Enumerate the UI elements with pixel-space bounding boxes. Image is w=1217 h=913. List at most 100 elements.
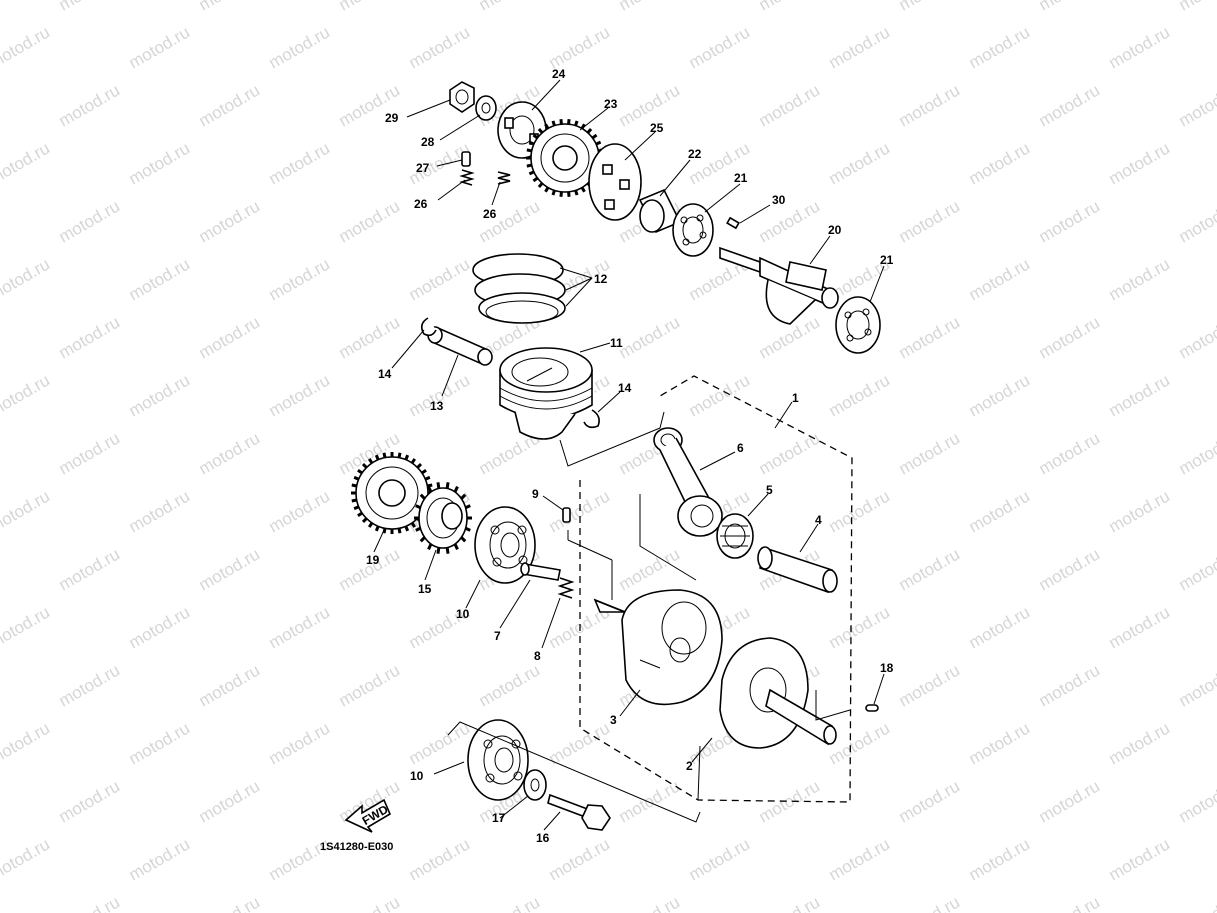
washer-17 <box>523 769 547 801</box>
connecting-rod-6 <box>653 427 723 537</box>
gear-tooth <box>544 186 550 193</box>
gear-tooth <box>367 458 374 464</box>
gear-tooth <box>416 462 423 469</box>
callout-27: 27 <box>416 161 430 175</box>
gear-tooth <box>445 547 450 554</box>
gear-tooth <box>586 128 593 134</box>
callout-3: 3 <box>610 713 617 727</box>
gear-tooth <box>580 186 586 193</box>
callout-2: 2 <box>686 759 693 773</box>
callout-21-lower: 21 <box>880 253 894 267</box>
needle-bearing-5 <box>716 513 754 559</box>
callout-10-upper: 10 <box>456 607 470 621</box>
leader-lines <box>373 79 885 831</box>
gear-tooth <box>567 119 571 125</box>
callout-8: 8 <box>534 649 541 663</box>
gear-tooth <box>357 468 363 475</box>
gear-tooth <box>421 468 427 475</box>
gear-tooth <box>419 536 426 543</box>
gear-tooth <box>436 482 441 489</box>
callout-16: 16 <box>536 831 550 845</box>
fwd-arrow: FWD <box>344 798 392 833</box>
gear-tooth <box>382 452 387 458</box>
piston-rings <box>472 253 566 324</box>
gear-tooth <box>351 483 357 488</box>
callout-22: 22 <box>688 147 702 161</box>
gear-tooth <box>427 543 433 551</box>
circlip-left <box>420 317 437 337</box>
gear-tooth <box>397 528 402 534</box>
gear-tooth <box>404 454 410 461</box>
pin-27 <box>461 151 471 167</box>
gear-tooth <box>436 547 441 554</box>
gear-tooth <box>410 522 417 528</box>
callout-14-left: 14 <box>378 367 392 381</box>
gear-tooth <box>427 485 433 493</box>
callout-13: 13 <box>430 399 444 413</box>
callout-29: 29 <box>385 111 399 125</box>
gear-tooth <box>526 148 533 153</box>
callout-26-left: 26 <box>414 197 428 211</box>
gear-tooth <box>353 505 360 511</box>
nut <box>449 81 475 113</box>
gear-tooth <box>567 191 571 197</box>
gear-tooth <box>532 133 539 140</box>
plate-25 <box>588 143 642 221</box>
lock-washer <box>475 95 497 121</box>
gear-tooth <box>559 119 563 125</box>
bearing-21-upper <box>672 203 714 257</box>
gear-15 <box>414 482 472 554</box>
callout-17: 17 <box>492 811 506 825</box>
gear-tooth <box>595 140 602 146</box>
callout-11: 11 <box>610 336 623 350</box>
key-30 <box>726 216 740 230</box>
callout-labels: 29 28 27 26 26 24 23 25 22 21 30 20 21 1… <box>320 67 894 853</box>
callout-14-right: 14 <box>618 381 632 395</box>
callout-10-lower: 10 <box>410 769 424 783</box>
spring-26-left <box>459 169 475 186</box>
gear-tooth <box>537 182 544 188</box>
gear-tooth <box>559 191 563 197</box>
assembly-boundary <box>579 375 853 803</box>
gear-tooth <box>551 189 556 196</box>
gear-tooth <box>460 493 467 500</box>
bearing-10-upper <box>474 506 536 584</box>
spring-8 <box>557 577 575 599</box>
gear-tooth <box>532 176 539 183</box>
callout-24: 24 <box>552 67 566 81</box>
callout-18: 18 <box>880 661 894 675</box>
callout-21-upper: 21 <box>734 171 748 185</box>
callout-5: 5 <box>766 483 773 497</box>
diagram-code: 1S41280-E030 <box>320 841 393 853</box>
callout-23: 23 <box>604 97 618 111</box>
gear-tooth <box>528 170 535 176</box>
callout-20: 20 <box>828 223 842 237</box>
gear-tooth <box>424 475 431 481</box>
bearing-21-lower <box>835 296 881 354</box>
pin-9 <box>562 507 571 523</box>
gear-tooth <box>419 493 426 500</box>
piston-pin <box>427 326 493 366</box>
callout-19: 19 <box>366 553 380 567</box>
gear-tooth <box>361 517 368 524</box>
gear-tooth <box>526 163 533 168</box>
key-18 <box>865 704 879 712</box>
crank-web-2 <box>719 637 837 749</box>
gear-tooth <box>357 511 363 518</box>
gear-tooth <box>351 498 357 503</box>
gear-tooth <box>453 543 459 551</box>
callout-26-right: 26 <box>483 207 497 221</box>
piston <box>499 347 593 440</box>
gear-tooth <box>404 525 410 532</box>
balancer-shaft-20 <box>719 246 839 325</box>
bearing-10-lower <box>467 719 529 801</box>
callout-4: 4 <box>815 513 822 527</box>
callout-9: 9 <box>532 487 539 501</box>
gear-tooth <box>574 189 579 196</box>
gear-tooth <box>453 485 459 493</box>
gear-tooth <box>574 120 579 127</box>
circlip-right <box>583 409 600 429</box>
crank-web-3 <box>593 589 723 706</box>
gear-tooth <box>374 525 380 532</box>
